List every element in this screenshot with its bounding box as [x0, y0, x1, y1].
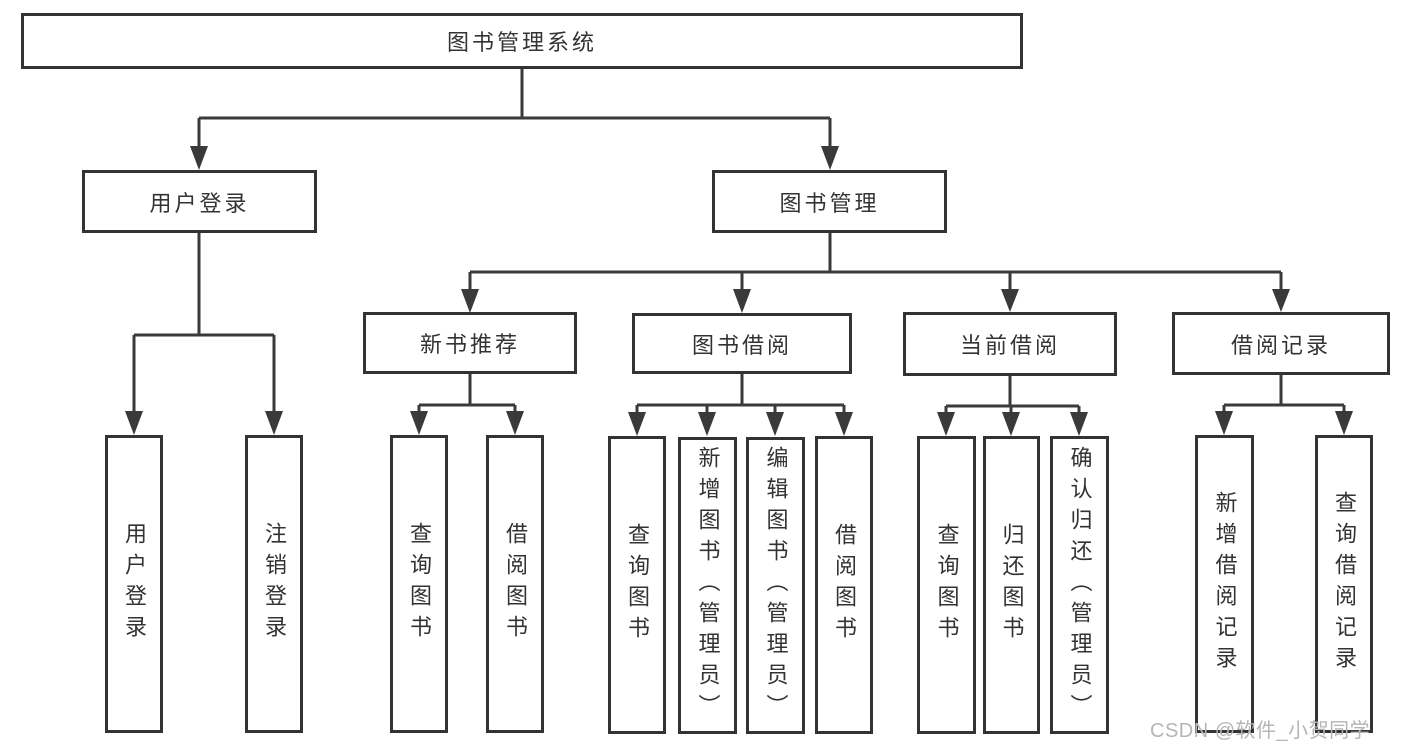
leaf-borrow-add-admin: 新增图书（管理员） — [678, 437, 737, 734]
node-new-books-label: 新书推荐 — [419, 332, 520, 357]
leaf-newbooks-search: 查询图书 — [390, 435, 448, 733]
leaf-current-search-label: 查询图书 — [934, 523, 960, 647]
arrow-down-icon — [821, 146, 839, 170]
leaf-borrow-edit-admin-label: 编辑图书（管理员） — [763, 446, 789, 725]
arrow-down-icon — [1002, 412, 1020, 436]
connector-root-split — [190, 69, 839, 170]
leaf-borrow-search-label: 查询图书 — [625, 523, 650, 647]
arrow-down-icon — [410, 411, 428, 435]
node-borrow-records: 借阅记录 — [1172, 312, 1390, 375]
leaf-records-search-label: 查询借阅记录 — [1332, 491, 1357, 677]
connector-user-login-split — [125, 233, 283, 435]
leaf-logout-label: 注销登录 — [262, 522, 287, 646]
connector-book-borrow-split — [628, 374, 853, 436]
leaf-current-confirm-admin: 确认归还（管理员） — [1050, 436, 1109, 734]
arrow-down-icon — [125, 411, 143, 435]
connector-borrow-records-split — [1215, 375, 1353, 435]
leaf-current-confirm-admin-label: 确认归还（管理员） — [1067, 445, 1093, 725]
leaf-newbooks-borrow-label: 借阅图书 — [503, 522, 528, 646]
watermark: CSDN @软件_小贺同学 — [1150, 720, 1371, 742]
leaf-borrow-borrow: 借阅图书 — [815, 436, 873, 734]
arrow-down-icon — [628, 412, 646, 436]
node-book-borrow-label: 图书借阅 — [691, 332, 792, 358]
arrow-down-icon — [835, 412, 853, 436]
node-root: 图书管理系统 — [21, 13, 1023, 69]
leaf-logout: 注销登录 — [245, 435, 303, 733]
arrow-down-icon — [506, 411, 524, 435]
arrow-down-icon — [1001, 289, 1019, 312]
connector-new-books-split — [410, 374, 524, 435]
node-current-borrow-label: 当前借阅 — [959, 333, 1060, 358]
node-current-borrow: 当前借阅 — [903, 312, 1117, 376]
leaf-records-add-label: 新增借阅记录 — [1212, 491, 1238, 677]
connector-book-mgmt-split — [461, 233, 1290, 313]
arrow-down-icon — [937, 412, 955, 436]
node-root-label: 图书管理系统 — [446, 30, 597, 55]
leaf-newbooks-borrow: 借阅图书 — [486, 435, 544, 733]
leaf-borrow-borrow-label: 借阅图书 — [832, 523, 857, 647]
node-user-login-label: 用户登录 — [149, 190, 250, 216]
leaf-records-search: 查询借阅记录 — [1315, 435, 1373, 733]
leaf-newbooks-search-label: 查询图书 — [407, 522, 432, 646]
node-new-books: 新书推荐 — [363, 312, 577, 374]
arrow-down-icon — [1272, 289, 1290, 312]
leaf-user-login: 用户登录 — [105, 435, 163, 733]
arrow-down-icon — [1215, 411, 1233, 435]
leaf-current-return-label: 归还图书 — [999, 523, 1025, 647]
arrow-down-icon — [265, 411, 283, 435]
node-book-mgmt-label: 图书管理 — [779, 190, 880, 216]
arrow-down-icon — [461, 289, 479, 313]
leaf-borrow-add-admin-label: 新增图书（管理员） — [695, 446, 721, 725]
arrow-down-icon — [733, 289, 751, 313]
arrow-down-icon — [1070, 412, 1088, 436]
arrow-down-icon — [698, 412, 716, 436]
leaf-current-search: 查询图书 — [917, 436, 976, 734]
connector-current-borrow-split — [937, 376, 1088, 436]
node-borrow-records-label: 借阅记录 — [1230, 332, 1331, 358]
leaf-borrow-search: 查询图书 — [608, 436, 666, 734]
node-book-mgmt: 图书管理 — [712, 170, 947, 233]
arrow-down-icon — [766, 412, 784, 436]
arrow-down-icon — [190, 146, 208, 170]
leaf-records-add: 新增借阅记录 — [1195, 435, 1254, 733]
node-book-borrow: 图书借阅 — [632, 313, 852, 374]
leaf-borrow-edit-admin: 编辑图书（管理员） — [746, 437, 805, 734]
leaf-user-login-label: 用户登录 — [122, 522, 147, 646]
node-user-login: 用户登录 — [82, 170, 317, 233]
leaf-current-return: 归还图书 — [983, 436, 1040, 734]
arrow-down-icon — [1335, 411, 1353, 435]
